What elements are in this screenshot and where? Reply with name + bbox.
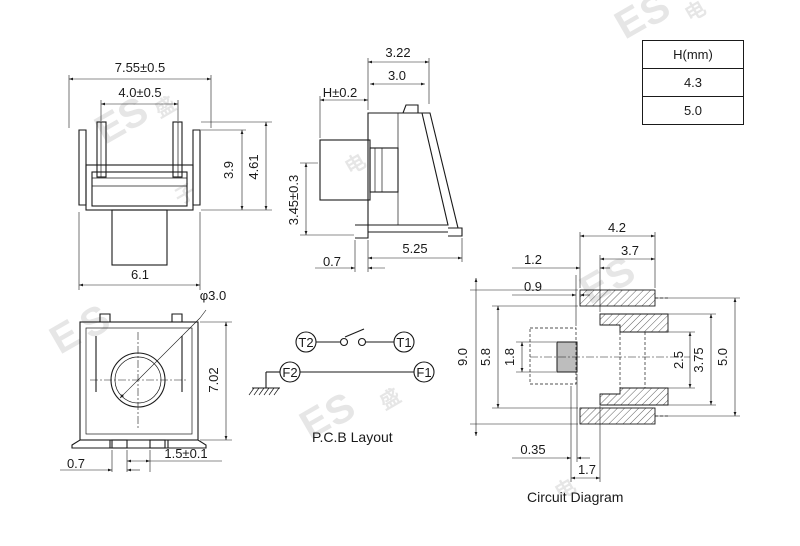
- watermark-char: 电: [681, 0, 710, 26]
- dim-height-702: 7.02: [206, 367, 221, 392]
- switch-symbol: T2 T1 F2 F1 P.C.B Layout: [248, 328, 435, 445]
- dim-9-0: 9.0: [455, 348, 470, 366]
- table-cell: 5.0: [642, 96, 744, 125]
- table-header: H(mm): [642, 40, 744, 69]
- dim-pin-spacing: 4.0±0.5: [118, 85, 161, 100]
- dim-2-5: 2.5: [671, 351, 686, 369]
- watermark-char: 电: [341, 149, 370, 179]
- dim-5-0: 5.0: [715, 348, 730, 366]
- dim-pitch: 1.5±0.1: [164, 446, 207, 461]
- terminal-t1: T1: [396, 335, 411, 350]
- dim-base-width: 6.1: [131, 267, 149, 282]
- terminal-f2: F2: [282, 365, 297, 380]
- side-view: 3.22 3.0 H±0.2 3.45±0.3 0.7 5.25: [286, 45, 463, 272]
- table-cell: 4.3: [642, 68, 744, 97]
- terminal-f1: F1: [416, 365, 431, 380]
- dim-width-total: 7.55±0.5: [115, 60, 166, 75]
- dim-0-7b: 0.7: [67, 456, 85, 471]
- dim-1-7: 1.7: [578, 462, 596, 477]
- dim-3-0: 3.0: [388, 68, 406, 83]
- dim-height-total: 4.61: [246, 154, 261, 179]
- dim-diameter: φ3.0: [200, 288, 227, 303]
- height-table: H(mm) 4.3 5.0: [642, 40, 744, 125]
- dim-3-75: 3.75: [691, 347, 706, 372]
- top-view: 7.55±0.5 4.0±0.5 3.9 4.61 6.1: [68, 60, 272, 290]
- circuit-diagram-label: Circuit Diagram: [527, 489, 623, 505]
- dim-5-25: 5.25: [402, 241, 427, 256]
- dim-3-7: 3.7: [621, 243, 639, 258]
- pcb-layout-label: P.C.B Layout: [312, 429, 393, 445]
- dim-3-45: 3.45±0.3: [286, 175, 301, 226]
- dim-1-2: 1.2: [524, 252, 542, 267]
- dim-0-35: 0.35: [520, 442, 545, 457]
- dim-5-8: 5.8: [478, 348, 493, 366]
- pcb-footprint: 4.2 3.7 1.2 0.9 9.0 5.8 1.8 2.5 3.75: [455, 220, 740, 505]
- dim-height-body: 3.9: [221, 161, 236, 179]
- dim-0-7: 0.7: [323, 254, 341, 269]
- dim-1-8: 1.8: [502, 348, 517, 366]
- dim-h-tol: H±0.2: [323, 85, 358, 100]
- dim-4-2: 4.2: [608, 220, 626, 235]
- terminal-t2: T2: [298, 335, 313, 350]
- dim-3-22: 3.22: [385, 45, 410, 60]
- dim-0-9: 0.9: [524, 279, 542, 294]
- watermark-char: 盛: [376, 384, 405, 415]
- bottom-view: φ3.0 7.02 0.7 1.5±0.1: [60, 288, 232, 472]
